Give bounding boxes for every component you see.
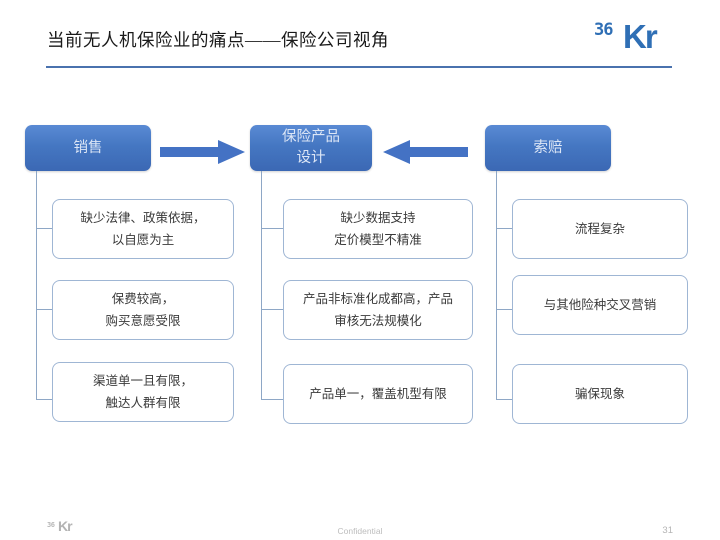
- leaf-box-design-3[interactable]: 产品单一，覆盖机型有限: [283, 364, 473, 424]
- connector-branch-claims-2: [496, 309, 512, 310]
- column-head-product-design-line1: 保险产品: [282, 129, 340, 145]
- footer-confidential-label: Confidential: [337, 526, 383, 536]
- leaf-box-sales-3-line1: 渠道单一且有限，: [92, 374, 193, 388]
- connector-trunk-claims: [496, 171, 497, 399]
- leaf-box-sales-3-line2: 触达人群有限: [105, 396, 181, 410]
- leaf-box-design-3-line1: 产品单一，覆盖机型有限: [309, 387, 447, 401]
- leaf-box-sales-1-line2: 以自愿为主: [111, 233, 175, 247]
- footer-logo-mark-36: 36: [47, 521, 55, 529]
- connector-trunk-product-design: [261, 171, 262, 399]
- connector-branch-sales-2: [36, 309, 52, 310]
- leaf-box-claims-1-line1: 流程复杂: [574, 222, 625, 236]
- leaf-box-design-1-line1: 缺少数据支持: [340, 211, 416, 225]
- leaf-box-sales-1[interactable]: 缺少法律、政策依据， 以自愿为主: [52, 199, 234, 259]
- arrow-left-icon: [382, 139, 468, 170]
- leaf-box-sales-2[interactable]: 保费较高， 购买意愿受限: [52, 280, 234, 340]
- leaf-box-sales-3[interactable]: 渠道单一且有限， 触达人群有限: [52, 362, 234, 422]
- leaf-box-claims-3-line1: 骗保现象: [574, 387, 625, 401]
- column-head-sales[interactable]: 销售: [25, 125, 151, 171]
- leaf-box-sales-1-line1: 缺少法律、政策依据，: [80, 211, 206, 225]
- column-head-product-design[interactable]: 保险产品 设计: [250, 125, 372, 171]
- column-head-sales-label: 销售: [73, 139, 103, 156]
- leaf-box-claims-3[interactable]: 骗保现象: [512, 364, 688, 424]
- connector-branch-design-3: [261, 399, 283, 400]
- leaf-box-claims-1[interactable]: 流程复杂: [512, 199, 688, 259]
- connector-branch-claims-1: [496, 228, 512, 229]
- leaf-box-design-2[interactable]: 产品非标准化成都高，产品 审核无法规模化: [283, 280, 473, 340]
- leaf-box-claims-2-line1: 与其他险种交叉营销: [543, 298, 657, 312]
- leaf-box-design-1-line2: 定价模型不精准: [334, 233, 422, 247]
- leaf-box-design-2-line2: 审核无法规模化: [334, 314, 422, 328]
- leaf-box-sales-2-line1: 保费较高，: [111, 292, 175, 306]
- logo-mark-36: 36: [594, 20, 614, 40]
- brand-logo-36kr: 36 Kr: [594, 18, 672, 58]
- logo-word-kr: Kr: [623, 18, 658, 55]
- leaf-box-claims-2[interactable]: 与其他险种交叉营销: [512, 275, 688, 335]
- title-divider: [46, 66, 672, 68]
- column-head-claims[interactable]: 索赔: [485, 125, 611, 171]
- connector-branch-claims-3: [496, 399, 512, 400]
- column-head-product-design-line2: 设计: [296, 150, 326, 166]
- connector-trunk-sales: [36, 171, 37, 399]
- footer-logo-36kr: 36 Kr: [47, 518, 87, 537]
- page-title: 当前无人机保险业的痛点——保险公司视角: [47, 30, 389, 50]
- arrow-right-icon: [160, 139, 246, 170]
- connector-branch-sales-1: [36, 228, 52, 229]
- footer-logo-word-kr: Kr: [58, 518, 73, 534]
- column-head-claims-label: 索赔: [533, 139, 563, 156]
- leaf-box-design-1[interactable]: 缺少数据支持 定价模型不精准: [283, 199, 473, 259]
- leaf-box-sales-2-line2: 购买意愿受限: [105, 314, 181, 328]
- connector-branch-design-1: [261, 228, 283, 229]
- connector-branch-sales-3: [36, 399, 52, 400]
- leaf-box-design-2-line1: 产品非标准化成都高，产品: [302, 292, 453, 306]
- connector-branch-design-2: [261, 309, 283, 310]
- footer-page-number: 31: [662, 525, 673, 536]
